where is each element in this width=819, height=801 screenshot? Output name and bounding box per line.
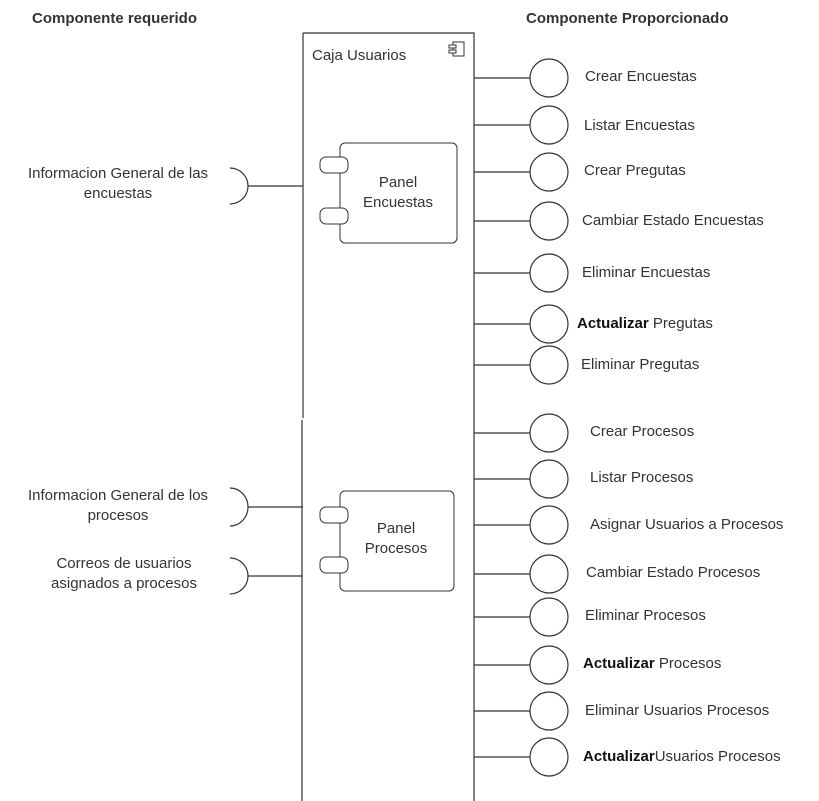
provided-lollipop[interactable]: [474, 105, 569, 145]
provided-label-bold: Actualizar: [583, 748, 655, 765]
lollipop-circle: [529, 597, 569, 637]
provided-lollipop[interactable]: [474, 505, 569, 545]
required-socket: [229, 167, 303, 205]
required-label-line: Informacion General de los: [27, 487, 209, 504]
provided-lollipop[interactable]: [474, 645, 569, 685]
required-label-line: asignados a procesos: [51, 575, 197, 592]
provided-label-text: Pregutas: [648, 315, 713, 332]
provided-label-text: Cambiar Estado Encuestas: [582, 212, 764, 229]
lollipop-circle: [529, 253, 569, 293]
component-icon: [448, 41, 465, 57]
required-label-line: procesos: [87, 507, 149, 524]
provided-label-text: Eliminar Usuarios Procesos: [585, 702, 770, 719]
provided-label: Cambiar Estado Encuestas: [582, 212, 764, 230]
component-box[interactable]: [301, 32, 475, 801]
lollipop-circle: [529, 152, 569, 192]
lollipop-circle: [529, 58, 569, 98]
provided-label-text: Usuarios Procesos: [654, 748, 781, 765]
provided-lollipop[interactable]: [474, 459, 569, 499]
provided-label-text: Eliminar Encuestas: [582, 264, 711, 281]
lollipop-circle: [529, 737, 569, 777]
provided-lollipop[interactable]: [474, 691, 569, 731]
provided-label: Listar Encuestas: [584, 117, 695, 135]
provided-label-bold: Actualizar: [583, 655, 655, 672]
required-label: Correos de usuarios asignados a procesos: [20, 554, 228, 594]
lollipop-circle: [529, 505, 569, 545]
provided-label: Crear Encuestas: [585, 68, 697, 86]
panel-encuestas-label: Panel Encuestas: [362, 174, 434, 211]
provided-label: Eliminar Encuestas: [582, 264, 710, 282]
provided-label: Crear Pregutas: [584, 162, 686, 180]
required-label-line: Informacion General de las: [27, 165, 209, 182]
provided-label: ActualizarUsuarios Procesos: [583, 748, 781, 766]
provided-label-text: Procesos: [654, 655, 722, 672]
provided-label: Asignar Usuarios a Procesos: [590, 516, 783, 534]
provided-lollipop[interactable]: [474, 201, 569, 241]
provided-label: Eliminar Procesos: [585, 607, 706, 625]
provided-label: Eliminar Pregutas: [581, 356, 699, 374]
provided-label-text: Crear Procesos: [590, 423, 695, 440]
provided-label: Actualizar Procesos: [583, 655, 721, 673]
provided-lollipop[interactable]: [474, 737, 569, 777]
panel-procesos-label: Panel Procesos: [364, 520, 428, 557]
provided-label-text: Asignar Usuarios a Procesos: [590, 516, 784, 533]
provided-label: Actualizar Pregutas: [577, 315, 713, 333]
provided-label: Listar Procesos: [590, 469, 693, 487]
lollipop-circle: [529, 201, 569, 241]
panel-procesos[interactable]: [319, 490, 455, 592]
required-label: Informacion General de las encuestas: [6, 164, 230, 204]
component-title: Caja Usuarios: [312, 47, 407, 64]
provided-label-text: Listar Encuestas: [584, 117, 695, 134]
lollipop-circle: [529, 105, 569, 145]
provided-lollipop[interactable]: [474, 58, 569, 98]
provided-lollipop[interactable]: [474, 597, 569, 637]
provided-lollipop[interactable]: [474, 554, 569, 594]
provided-label-text: Eliminar Pregutas: [581, 356, 700, 373]
provided-label-text: Crear Pregutas: [584, 162, 686, 179]
required-label: Informacion General de los procesos: [6, 486, 230, 526]
lollipop-circle: [529, 645, 569, 685]
provided-label: Crear Procesos: [590, 423, 694, 441]
lollipop-circle: [529, 345, 569, 385]
provided-lollipop[interactable]: [474, 413, 569, 453]
required-label-line: Correos de usuarios: [56, 555, 192, 572]
required-label-line: encuestas: [83, 185, 153, 202]
provided-label-text: Eliminar Procesos: [585, 607, 706, 624]
provided-label: Cambiar Estado Procesos: [586, 564, 760, 582]
lollipop-circle: [529, 459, 569, 499]
required-header: Componente requerido: [32, 10, 198, 27]
provided-label-bold: Actualizar: [577, 315, 649, 332]
provided-header: Componente Proporcionado: [526, 10, 729, 27]
provided-lollipop[interactable]: [474, 345, 569, 385]
provided-label: Eliminar Usuarios Procesos: [585, 702, 769, 720]
lollipop-circle: [529, 554, 569, 594]
required-socket: [229, 487, 303, 527]
panel-encuestas[interactable]: [319, 142, 458, 244]
required-socket: [229, 557, 303, 595]
lollipop-circle: [529, 304, 569, 344]
provided-label-text: Listar Procesos: [590, 469, 694, 486]
provided-lollipop[interactable]: [474, 152, 569, 192]
lollipop-circle: [529, 691, 569, 731]
provided-label-text: Crear Encuestas: [585, 68, 697, 85]
provided-lollipop[interactable]: [474, 253, 569, 293]
provided-lollipop[interactable]: [474, 304, 569, 344]
provided-label-text: Cambiar Estado Procesos: [586, 564, 761, 581]
lollipop-circle: [529, 413, 569, 453]
